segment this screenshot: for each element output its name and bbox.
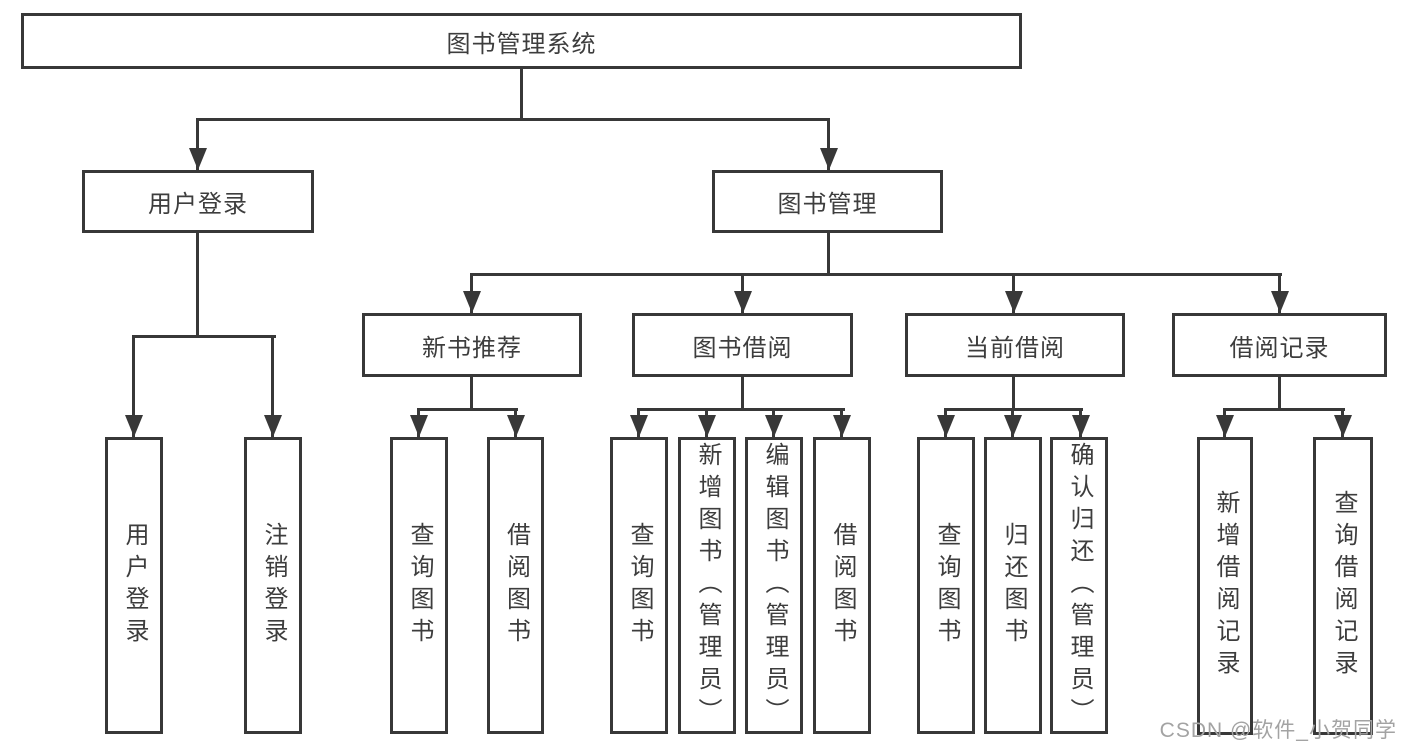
connector-line [271, 335, 274, 437]
csdn-watermark: CSDN @软件_小贺同学 [1159, 719, 1397, 742]
connector-root-stem [520, 69, 523, 118]
connector-book-mgmt-stem [827, 233, 830, 273]
node-label: 新增借阅记录 [1212, 490, 1239, 682]
leaf-add-borrow-record: 新增借阅记录 [1197, 437, 1253, 735]
node-label: 新书推荐 [422, 334, 522, 362]
arrowhead-icon [507, 415, 525, 437]
connector-stem [741, 377, 744, 408]
node-label: 归还图书 [1000, 521, 1027, 650]
arrowhead-icon [734, 291, 752, 313]
arrowhead-icon [1005, 291, 1023, 313]
node-label: 查询图书 [933, 521, 960, 650]
arrowhead-icon [765, 415, 783, 437]
node-label: 用户登录 [148, 191, 248, 218]
connector-stem [1012, 377, 1015, 408]
leaf-borrow-books-borrowing: 借阅图书 [813, 437, 871, 734]
arrowhead-icon [698, 415, 716, 437]
leaf-return-book: 归还图书 [984, 437, 1042, 734]
connector-bar [417, 408, 518, 411]
connector-user-login-stem [196, 233, 199, 335]
node-label: 图书管理系统 [446, 30, 597, 58]
node-label: 新增图书（管理员） [694, 441, 721, 730]
arrowhead-icon [820, 148, 838, 170]
arrowhead-icon [1072, 415, 1090, 437]
connector-root-bar [196, 118, 830, 121]
arrowhead-icon [125, 415, 143, 437]
arrowhead-icon [463, 291, 481, 313]
leaf-logout: 注销登录 [244, 437, 302, 734]
arrowhead-icon [937, 415, 955, 437]
node-book-management: 图书管理 [712, 170, 943, 233]
connector-user-login-bar [132, 335, 276, 338]
connector-line [132, 335, 135, 437]
connector-bar [637, 408, 845, 411]
leaf-borrow-books-recommend: 借阅图书 [487, 437, 544, 734]
node-label: 当前借阅 [965, 334, 1065, 362]
leaf-confirm-return-admin: 确认归还（管理员） [1050, 437, 1108, 734]
node-borrow-records: 借阅记录 [1172, 313, 1387, 377]
node-label: 借阅记录 [1229, 334, 1330, 362]
connector-book-mgmt-bar [470, 273, 1282, 276]
node-user-login: 用户登录 [82, 170, 314, 233]
connector-line [827, 118, 830, 170]
arrowhead-icon [410, 415, 428, 437]
node-label: 用户登录 [121, 521, 148, 650]
leaf-query-books-borrowing: 查询图书 [610, 437, 668, 734]
arrowhead-icon [1271, 291, 1289, 313]
connector-stem [470, 377, 473, 408]
connector-stem [1278, 377, 1281, 408]
leaf-query-books-current: 查询图书 [917, 437, 975, 734]
node-label: 借阅图书 [829, 521, 856, 650]
arrowhead-icon [833, 415, 851, 437]
node-label: 查询图书 [406, 521, 433, 650]
arrowhead-icon [1004, 415, 1022, 437]
connector-line [196, 118, 199, 170]
node-current-borrowing: 当前借阅 [905, 313, 1125, 377]
leaf-query-borrow-record: 查询借阅记录 [1313, 437, 1373, 735]
leaf-query-books-recommend: 查询图书 [390, 437, 448, 734]
node-label: 借阅图书 [502, 521, 530, 650]
leaf-edit-book-admin: 编辑图书（管理员） [745, 437, 803, 734]
node-label: 查询图书 [626, 521, 653, 650]
node-book-borrowing: 图书借阅 [632, 313, 853, 377]
leaf-add-book-admin: 新增图书（管理员） [678, 437, 736, 734]
arrowhead-icon [189, 148, 207, 170]
arrowhead-icon [1216, 415, 1234, 437]
arrowhead-icon [1334, 415, 1352, 437]
node-new-book-recommend: 新书推荐 [362, 313, 582, 377]
node-label: 注销登录 [260, 521, 287, 650]
leaf-user-login: 用户登录 [105, 437, 163, 734]
arrowhead-icon [264, 415, 282, 437]
arrowhead-icon [630, 415, 648, 437]
node-label: 图书借阅 [692, 334, 793, 362]
node-label: 编辑图书（管理员） [761, 441, 788, 730]
node-label: 图书管理 [777, 191, 878, 218]
node-root: 图书管理系统 [21, 13, 1022, 69]
node-label: 确认归还（管理员） [1066, 441, 1093, 730]
node-label: 查询借阅记录 [1330, 490, 1357, 682]
connector-bar [1223, 408, 1345, 411]
